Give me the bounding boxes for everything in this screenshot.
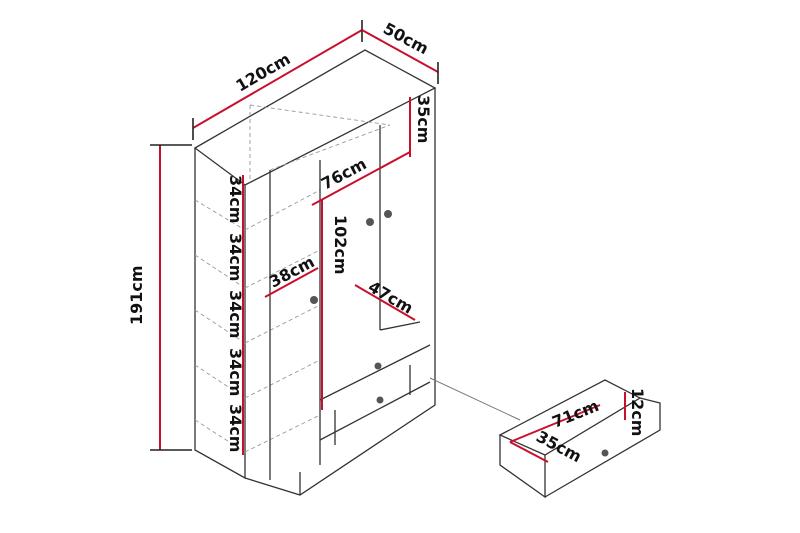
label-shelf-height: 34cm (226, 404, 245, 452)
door-knob-icon (310, 296, 318, 304)
label-depth: 50cm (380, 19, 432, 59)
label-hanging-depth: 47cm (365, 277, 416, 318)
drawer-knob-icon (374, 362, 382, 370)
label-shelf-height: 34cm (226, 233, 245, 281)
label-drawer-depth: 35cm (533, 427, 585, 467)
label-top-shelf-depth: 35cm (414, 95, 433, 143)
label-hanging-height: 102cm (331, 215, 350, 275)
door-knob-icon (384, 210, 392, 218)
label-shelf-height: 34cm (226, 348, 245, 396)
dimension-lines (150, 20, 626, 463)
drawer-detail (429, 377, 661, 499)
label-shelf-height: 34cm (226, 175, 245, 223)
drawer-knob-icon (601, 449, 609, 457)
door-knob-icon (366, 218, 374, 226)
label-drawer-height: 12cm (628, 388, 647, 436)
label-shelf-height: 34cm (226, 290, 245, 338)
label-height: 191cm (127, 265, 146, 325)
label-shelf-width: 38cm (266, 252, 318, 292)
drawer-knob-icon (376, 396, 384, 404)
wardrobe-outline (193, 49, 437, 496)
